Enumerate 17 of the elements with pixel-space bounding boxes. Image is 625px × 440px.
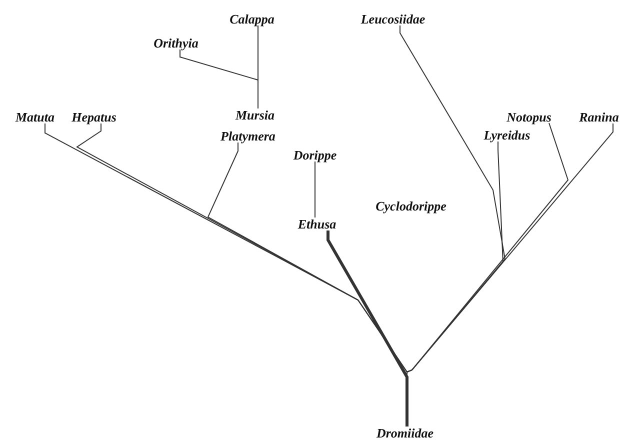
taxon-name: Matuta <box>16 110 54 124</box>
taxon-name: Mursia <box>235 108 275 122</box>
taxon-name: Dorippe <box>293 148 337 162</box>
taxon-name: Cyclodorippe <box>376 200 446 212</box>
taxon-name: Hepatus <box>72 110 116 124</box>
taxon-name: Calappa <box>230 12 274 26</box>
taxon-name: Ethusa <box>298 218 336 230</box>
taxon-name: Notopus <box>506 110 552 124</box>
tree-branch <box>326 230 408 426</box>
taxon-name: Orithyia <box>154 36 198 50</box>
tree-branch <box>180 49 258 109</box>
tree-branch <box>314 161 316 218</box>
taxon-name: Dromiidae <box>376 426 434 440</box>
taxon-name: Platymera <box>220 130 276 142</box>
taxon-name: Lyreidus <box>484 128 530 142</box>
taxon-name: Ranina <box>579 110 619 124</box>
taxon-name: Leucosiidae <box>360 12 426 26</box>
